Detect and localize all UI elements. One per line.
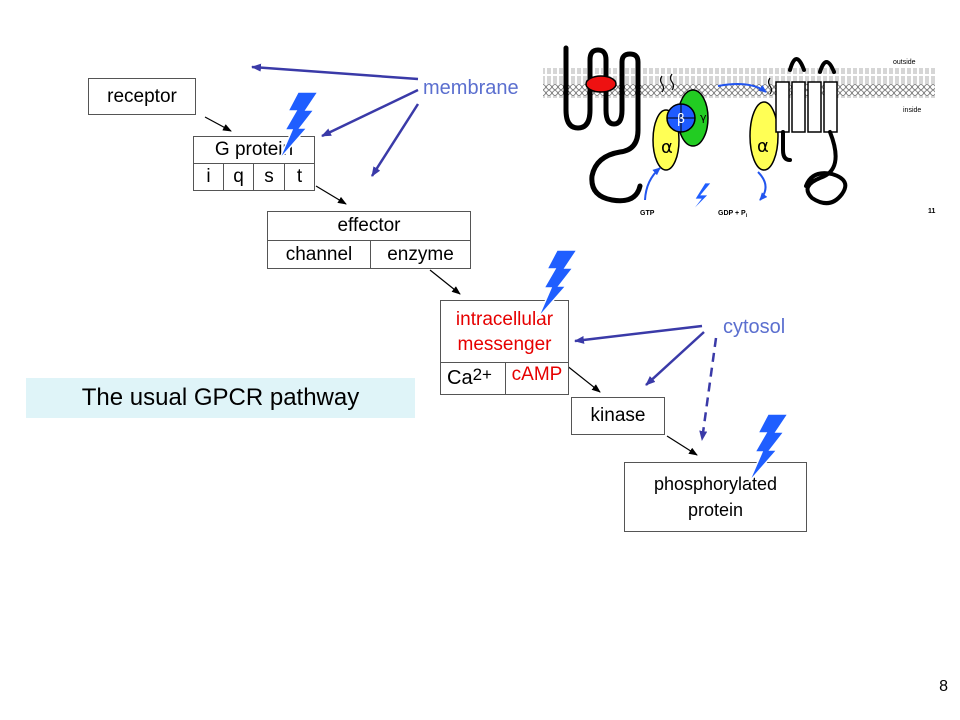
arrow-kinase-to-protein — [666, 435, 698, 456]
lightning-bolt-icon — [690, 182, 712, 213]
membrane-arrow-effector — [370, 103, 420, 177]
messenger-line2: messenger — [457, 333, 552, 355]
alpha-subunit-right — [749, 101, 779, 171]
phospho-line1: phosphorylated — [653, 474, 778, 494]
cytosol-arrow-kinase — [645, 331, 705, 386]
effector-label: effector — [337, 215, 401, 236]
cytosol-arrow-messenger — [574, 324, 703, 344]
effector-box: effector — [267, 211, 471, 241]
phosphorylated-protein-box: phosphorylated protein — [624, 462, 807, 532]
membrane-arrow-receptor — [251, 63, 419, 81]
alpha-symbol-right: α — [757, 136, 769, 157]
membrane-label: membrane — [423, 77, 519, 99]
effector-loops — [781, 57, 848, 206]
cytosol-arrow-protein — [699, 337, 718, 441]
lightning-bolt-icon — [278, 91, 320, 161]
g-subtype-s: s — [253, 163, 285, 191]
arrow-receptor-to-gprotein — [204, 116, 232, 132]
membrane-arrow-gprotein — [321, 88, 419, 138]
gamma-symbol: γ — [700, 111, 707, 124]
receptor-box: receptor — [88, 78, 196, 115]
pathway-title: The usual GPCR pathway — [81, 384, 360, 411]
lightning-bolt-icon — [537, 249, 579, 319]
lightning-bolt-icon — [748, 413, 790, 483]
messenger-box: intracellular messenger — [440, 300, 569, 363]
receptor-helices — [563, 45, 643, 204]
kinase-label: kinase — [590, 405, 646, 426]
effector-channel: channel — [267, 240, 371, 269]
kinase-box: kinase — [571, 397, 665, 435]
pathway-title-banner: The usual GPCR pathway — [26, 378, 415, 418]
messenger-line1: intracellular — [455, 308, 554, 330]
arrow-effector-to-messenger — [429, 269, 461, 295]
outside-label: outside — [893, 59, 916, 66]
phospho-line2: protein — [687, 500, 744, 520]
cytosol-label: cytosol — [723, 316, 786, 338]
gdp-label: GDP + Pi — [718, 210, 748, 219]
messenger-camp: cAMP — [505, 362, 569, 395]
beta-symbol: β — [677, 112, 685, 127]
arrow-gprotein-to-effector — [315, 185, 347, 205]
effector-enzyme: enzyme — [370, 240, 471, 269]
page-number: 8 — [939, 678, 948, 695]
figure-number: 11 — [928, 208, 936, 215]
gtp-label: GTP — [640, 210, 655, 217]
receptor-label: receptor — [107, 85, 177, 107]
inside-label: inside — [903, 107, 921, 114]
g-subtype-q: q — [223, 163, 254, 191]
alpha-symbol-left: α — [661, 137, 673, 158]
g-subtype-t: t — [284, 163, 315, 191]
ligand-red — [585, 75, 617, 93]
arrow-messenger-to-kinase — [565, 364, 601, 393]
g-protein-label: G protein — [214, 139, 294, 160]
